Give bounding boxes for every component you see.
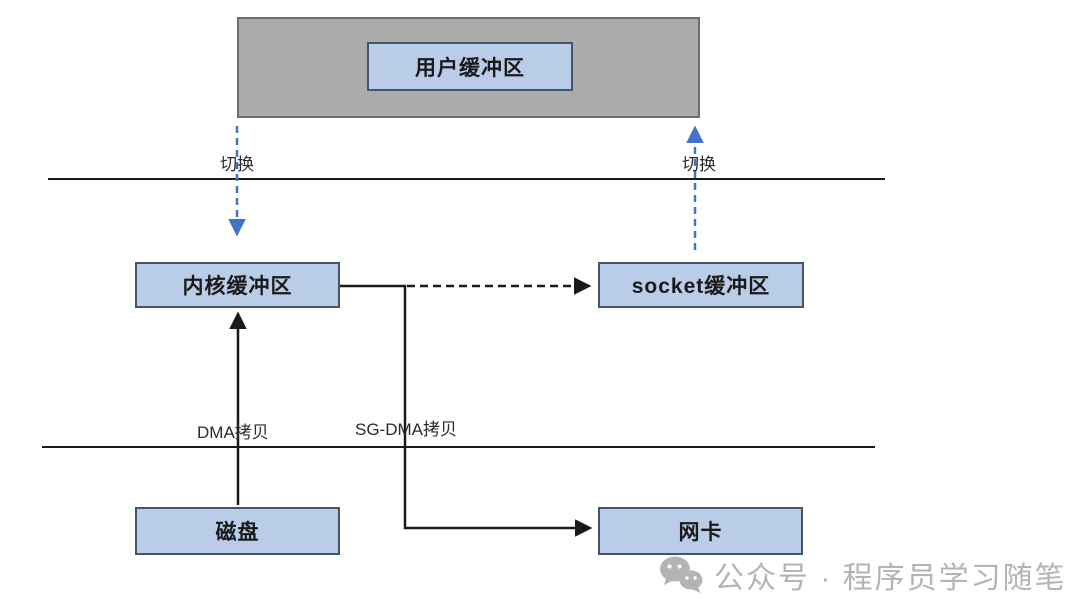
node-disk: 磁盘 bbox=[135, 507, 340, 555]
label-dma-copy: DMA拷贝 bbox=[197, 423, 269, 442]
sg-dma-copy-path bbox=[340, 284, 593, 537]
label-sg-dma-copy: SG-DMA拷贝 bbox=[355, 420, 457, 439]
label-context-switch-right: 切换 bbox=[682, 155, 716, 174]
label-context-switch-left: 切换 bbox=[220, 155, 254, 174]
watermark-text: 公众号 · 程序员学习随笔 bbox=[714, 562, 1067, 595]
wechat-icon bbox=[660, 556, 703, 593]
node-kernel-buffer: 内核缓冲区 bbox=[135, 262, 340, 308]
node-user-buffer: 用户缓冲区 bbox=[367, 42, 573, 91]
watermark: 公众号 · 程序员学习随笔 bbox=[658, 553, 1067, 597]
node-nic: 网卡 bbox=[598, 507, 803, 555]
node-socket-buffer: socket缓冲区 bbox=[598, 262, 804, 308]
